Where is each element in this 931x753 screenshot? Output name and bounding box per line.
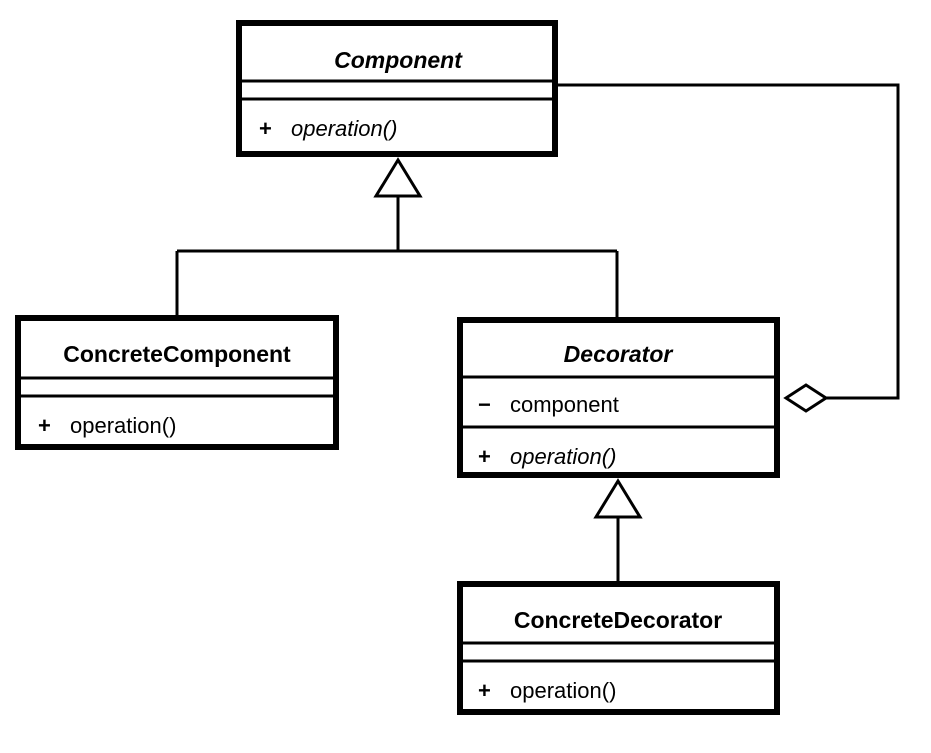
concrete-component-operation-visibility: + bbox=[38, 413, 51, 438]
class-box-concrete-component[interactable]: ConcreteComponent + operation() bbox=[15, 315, 339, 450]
class-box-concrete-decorator[interactable]: ConcreteDecorator + operation() bbox=[457, 581, 780, 715]
concrete-decorator-class-name: ConcreteDecorator bbox=[514, 607, 722, 633]
decorator-operation-label: operation() bbox=[510, 444, 616, 469]
concrete-decorator-operation-label: operation() bbox=[510, 678, 616, 703]
concrete-decorator-operation-row: + operation() bbox=[478, 678, 616, 703]
component-operation-row: + operation() bbox=[259, 116, 397, 141]
decorator-attribute-row: − component bbox=[478, 392, 619, 417]
decorator-attribute-label: component bbox=[510, 392, 619, 417]
class-box-decorator[interactable]: Decorator − component + operation() bbox=[457, 317, 780, 478]
concrete-component-box-outline bbox=[15, 315, 339, 450]
concrete-decorator-operation-visibility: + bbox=[478, 678, 491, 703]
concrete-component-operation-label: operation() bbox=[70, 413, 176, 438]
generalization-tree-component[interactable] bbox=[175, 157, 619, 317]
decorator-class-name: Decorator bbox=[564, 341, 674, 367]
component-operation-label: operation() bbox=[291, 116, 397, 141]
concrete-component-operation-row: + operation() bbox=[38, 413, 176, 438]
component-box-outline bbox=[236, 20, 558, 157]
decorator-operation-row: + operation() bbox=[478, 444, 616, 469]
decorator-attribute-visibility: − bbox=[478, 392, 491, 417]
concrete-component-class-name: ConcreteComponent bbox=[63, 341, 291, 367]
hollow-triangle-icon-decorator bbox=[593, 478, 643, 519]
component-class-name: Component bbox=[334, 47, 463, 73]
hollow-triangle-icon-component bbox=[373, 157, 423, 198]
hollow-diamond-icon bbox=[783, 383, 829, 413]
component-operation-visibility: + bbox=[259, 116, 272, 141]
class-box-component[interactable]: Component + operation() bbox=[236, 20, 558, 157]
aggregation-decorator-component[interactable] bbox=[558, 83, 900, 413]
generalization-concrete-decorator[interactable] bbox=[593, 478, 643, 581]
decorator-operation-visibility: + bbox=[478, 444, 491, 469]
concrete-decorator-box-outline bbox=[457, 581, 780, 715]
decorator-box-outline bbox=[457, 317, 780, 478]
aggregation-path bbox=[558, 83, 900, 400]
